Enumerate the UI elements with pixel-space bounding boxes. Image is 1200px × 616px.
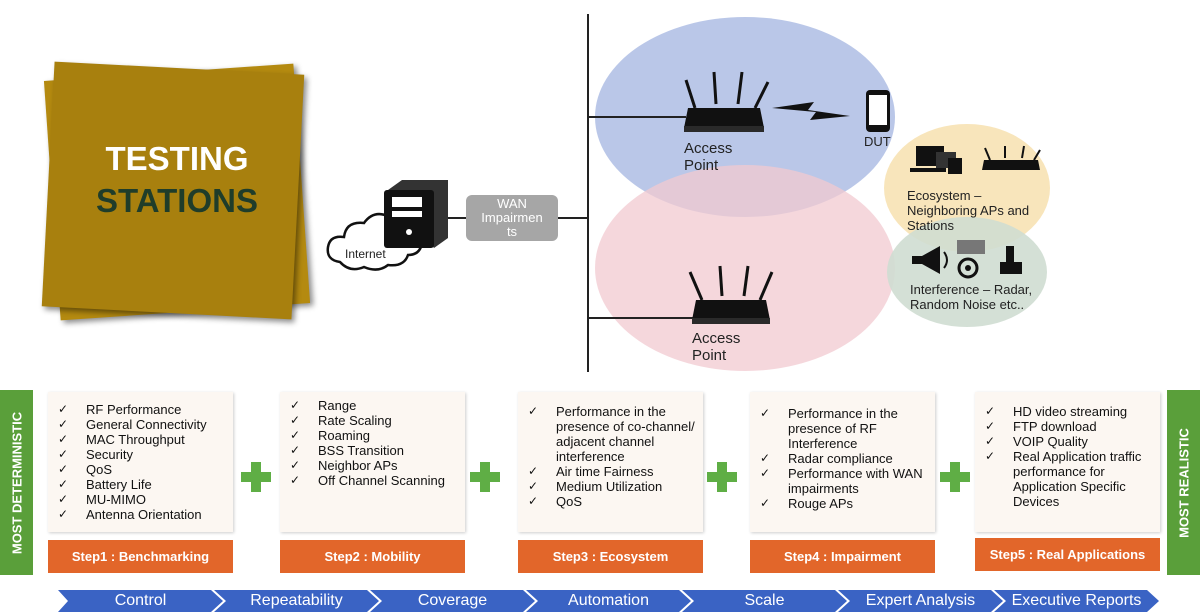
list-item: QoS bbox=[58, 462, 229, 477]
list-item: Antenna Orientation bbox=[58, 507, 229, 522]
progression-label: Automation bbox=[568, 592, 649, 609]
server-icon bbox=[384, 180, 448, 248]
interference-line-1: Interference – Radar, bbox=[910, 282, 1033, 297]
most-deterministic-bar: MOST DETERMINISTIC bbox=[0, 390, 33, 575]
internet-label: Internet bbox=[345, 247, 386, 261]
title-line-2: STATIONS bbox=[96, 182, 258, 219]
ap1-label: Access Point bbox=[684, 140, 732, 174]
step5-label: Step5 : Real Applications bbox=[975, 538, 1160, 571]
title-line-1: TESTING bbox=[105, 140, 249, 177]
interference-line-2: Random Noise etc.. bbox=[910, 297, 1025, 312]
router-icon bbox=[688, 265, 774, 324]
cordless-phone-icon bbox=[1000, 246, 1022, 274]
ap1-label-line-2: Point bbox=[684, 157, 719, 174]
step4-label: Step4 : Impairment bbox=[750, 540, 935, 573]
plus-icon bbox=[707, 462, 737, 492]
progression-expert-analysis: Expert Analysis bbox=[838, 590, 1003, 612]
list-item: Performance in the presence of co-channe… bbox=[528, 404, 699, 464]
microwave-icon bbox=[957, 240, 985, 254]
step1-panel: RF Performance General Connectivity MAC … bbox=[48, 392, 233, 532]
network-diagram bbox=[326, 14, 1050, 372]
progression-label: Control bbox=[114, 592, 167, 609]
plus-icon bbox=[241, 462, 271, 492]
wireless-link-icon bbox=[772, 102, 850, 120]
list-item: Security bbox=[58, 447, 229, 462]
progression-label: Executive Reports bbox=[1011, 592, 1142, 609]
most-deterministic-label: MOST DETERMINISTIC bbox=[9, 411, 24, 554]
title: TESTING STATIONS bbox=[52, 138, 302, 222]
phone-icon bbox=[866, 90, 890, 132]
list-item: Performance with WAN impairments bbox=[760, 466, 931, 496]
list-item: BSS Transition bbox=[290, 443, 461, 458]
list-item: Neighbor APs bbox=[290, 458, 461, 473]
interference-label: Interference – Radar, Random Noise etc.. bbox=[910, 282, 1032, 312]
wan-impairments-box: WAN Impairmen ts bbox=[466, 195, 558, 241]
most-realistic-bar: MOST REALISTIC bbox=[1167, 390, 1200, 575]
wan-label-line-3: ts bbox=[506, 224, 518, 239]
ap2-label-line-2: Point bbox=[692, 347, 727, 364]
ap2-label-line-1: Access bbox=[692, 330, 741, 347]
step2-panel: Range Rate Scaling Roaming BSS Transitio… bbox=[280, 392, 465, 532]
list-item: Real Application traffic performance for… bbox=[985, 449, 1156, 509]
step5-panel: HD video streaming FTP download VOIP Qua… bbox=[975, 392, 1160, 532]
radar-icon bbox=[957, 257, 979, 279]
ecosystem-line-3: Stations bbox=[907, 218, 954, 233]
progression-executive-reports: Executive Reports bbox=[994, 590, 1159, 612]
most-realistic-label: MOST REALISTIC bbox=[1176, 427, 1191, 538]
list-item: MU-MIMO bbox=[58, 492, 229, 507]
ecosystem-line-1: Ecosystem – bbox=[907, 188, 982, 203]
step4-panel: Performance in the presence of RF Interf… bbox=[750, 392, 935, 532]
list-item: HD video streaming bbox=[985, 404, 1156, 419]
list-item: Roaming bbox=[290, 428, 461, 443]
router-icon bbox=[684, 71, 770, 132]
megaphone-icon bbox=[912, 246, 948, 274]
router-icon bbox=[982, 145, 1041, 170]
list-item: General Connectivity bbox=[58, 417, 229, 432]
step1-label: Step1 : Benchmarking bbox=[48, 540, 233, 573]
step1-list: RF Performance General Connectivity MAC … bbox=[48, 392, 233, 522]
list-item: QoS bbox=[528, 494, 699, 509]
list-item: Air time Fairness bbox=[528, 464, 699, 479]
dut-label: DUT bbox=[864, 134, 891, 149]
progression-control: Control bbox=[58, 590, 223, 612]
step3-panel: Performance in the presence of co-channe… bbox=[518, 392, 703, 532]
devices-icon bbox=[910, 146, 962, 174]
progression-scale: Scale bbox=[682, 590, 847, 612]
wan-label-line-1: WAN bbox=[497, 196, 527, 211]
progression-automation: Automation bbox=[526, 590, 691, 612]
list-item: Medium Utilization bbox=[528, 479, 699, 494]
list-item: FTP download bbox=[985, 419, 1156, 434]
progression-label: Scale bbox=[744, 592, 785, 609]
list-item: Range bbox=[290, 398, 461, 413]
progression-label: Repeatability bbox=[250, 592, 343, 609]
plus-icon bbox=[940, 462, 970, 492]
step2-label: Step2 : Mobility bbox=[280, 540, 465, 573]
list-item: MAC Throughput bbox=[58, 432, 229, 447]
list-item: Performance in the presence of RF Interf… bbox=[760, 406, 931, 451]
progression-coverage: Coverage bbox=[370, 590, 535, 612]
list-item: Radar compliance bbox=[760, 451, 931, 466]
step5-list: HD video streaming FTP download VOIP Qua… bbox=[975, 392, 1160, 509]
progression-repeatability: Repeatability bbox=[214, 590, 379, 612]
list-item: Rouge APs bbox=[760, 496, 931, 511]
list-item: VOIP Quality bbox=[985, 434, 1156, 449]
wan-label-line-2: Impairmen bbox=[481, 210, 543, 225]
progression-label: Expert Analysis bbox=[865, 592, 976, 609]
step3-list: Performance in the presence of co-channe… bbox=[518, 392, 703, 509]
ap2-label: Access Point bbox=[692, 330, 740, 364]
step3-label: Step3 : Ecosystem bbox=[518, 540, 703, 573]
ap1-label-line-1: Access bbox=[684, 140, 733, 157]
list-item: RF Performance bbox=[58, 402, 229, 417]
list-item: Battery Life bbox=[58, 477, 229, 492]
step2-list: Range Rate Scaling Roaming BSS Transitio… bbox=[280, 392, 465, 488]
list-item: Off Channel Scanning bbox=[290, 473, 461, 488]
list-item: Rate Scaling bbox=[290, 413, 461, 428]
ap2-coverage-area bbox=[595, 165, 895, 371]
ecosystem-label: Ecosystem – Neighboring APs and Stations bbox=[907, 188, 1029, 233]
ecosystem-line-2: Neighboring APs and bbox=[907, 203, 1030, 218]
plus-icon bbox=[470, 462, 500, 492]
progression-label: Coverage bbox=[417, 592, 488, 609]
interference-area bbox=[887, 217, 1047, 327]
step4-list: Performance in the presence of RF Interf… bbox=[750, 392, 935, 511]
